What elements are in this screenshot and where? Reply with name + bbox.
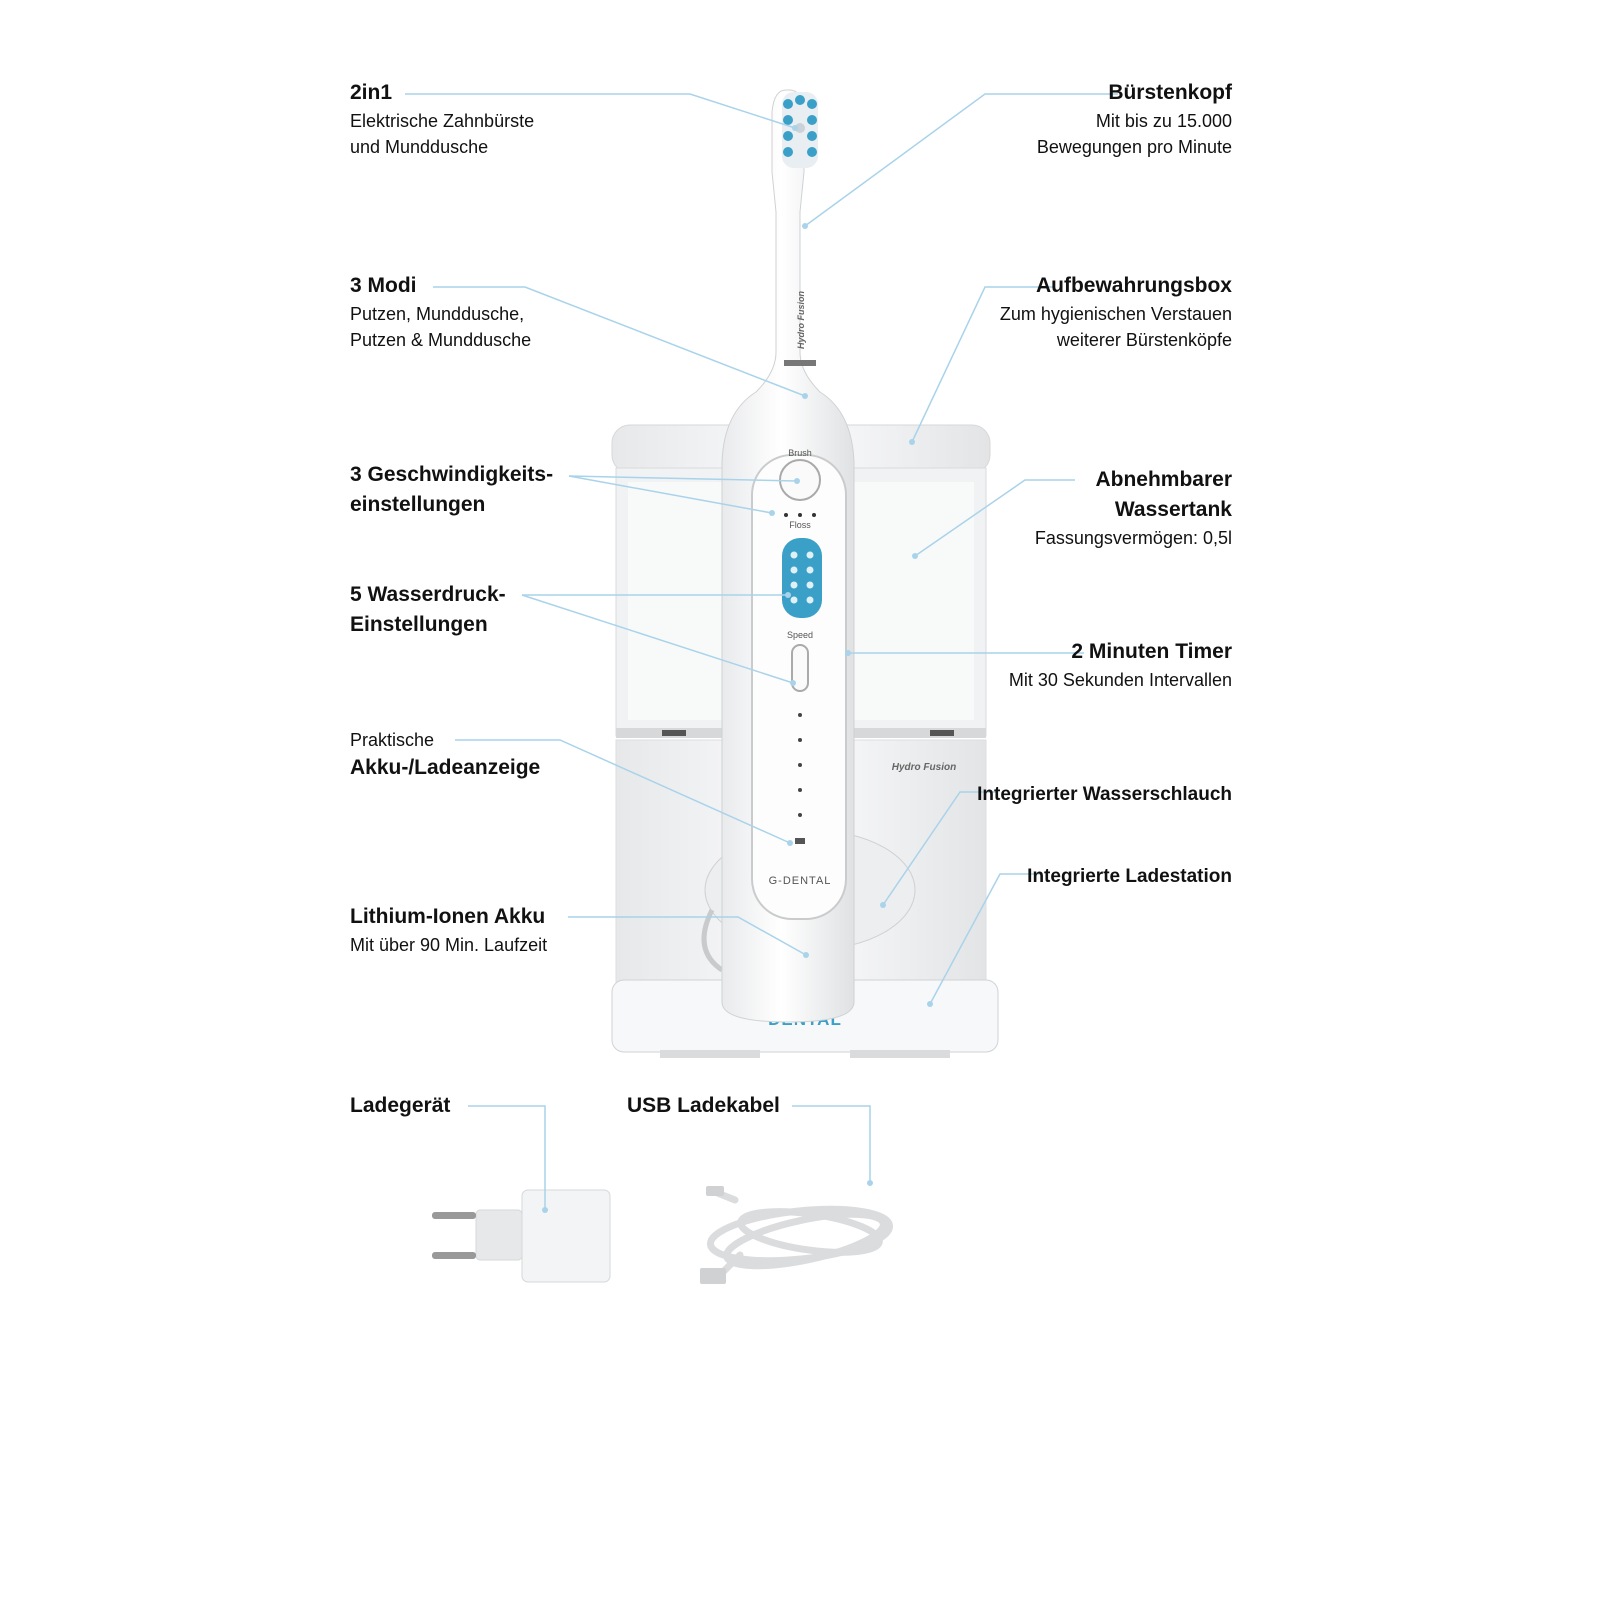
annotation-text: Mit über 90 Min. Laufzeit <box>350 935 548 955</box>
annotation-text: und Munddusche <box>350 137 489 157</box>
annotation-title: Aufbewahrungsbox <box>1035 274 1232 297</box>
toothbrush-handle: Hydro Fusion Brush Floss Speed G-DENTAL <box>721 89 855 1023</box>
annotation-battery-indicator: Praktische Akku-/Ladeanzeige <box>350 727 540 783</box>
annotation-title: Integrierter Wasserschlauch <box>977 784 1232 805</box>
annotation-storage-box: Aufbewahrungsbox Zum hygienischen Versta… <box>1000 271 1232 353</box>
annotation-text: Bewegungen pro Minute <box>1036 137 1232 157</box>
annotation-title: Ladegerät <box>350 1094 451 1117</box>
annotation-text: Mit bis zu 15.000 <box>1095 111 1232 131</box>
annotation-title: Einstellungen <box>350 613 488 636</box>
brush-button-shape <box>779 459 821 501</box>
annotation-title: Wassertank <box>1114 498 1232 521</box>
micro-usb-plug <box>706 1186 724 1196</box>
annotation-pressure: 5 Wasserdruck- Einstellungen <box>350 580 506 640</box>
floss-pad <box>782 538 822 618</box>
annotation-title: einstellungen <box>350 493 486 516</box>
annotation-charging-station: Integrierte Ladestation <box>1027 862 1232 892</box>
annotation-text: Putzen & Munddusche <box>350 330 532 350</box>
annotation-water-tank: Abnehmbarer Wassertank Fassungsvermögen:… <box>1035 465 1232 551</box>
annotation-usb-cable: USB Ladekabel <box>627 1091 780 1121</box>
annotation-title: Bürstenkopf <box>1108 81 1232 104</box>
annotation-2in1: 2in1 Elektrische Zahnbürste und Munddusc… <box>350 78 534 160</box>
annotation-title: 3 Modi <box>350 274 417 297</box>
base-brand: Hydro Fusion <box>892 762 956 773</box>
annotation-title: Akku-/Ladeanzeige <box>350 756 541 779</box>
floss-label: Floss <box>789 520 811 530</box>
annotation-modes: 3 Modi Putzen, Munddusche, Putzen & Mund… <box>350 271 531 353</box>
annotation-text: weiterer Bürstenköpfe <box>1056 330 1232 350</box>
annotation-hose: Integrierter Wasserschlauch <box>977 780 1232 810</box>
annotation-text: Praktische <box>350 730 435 750</box>
annotation-title: 5 Wasserdruck- <box>350 583 506 606</box>
brush-head-bristles <box>782 92 818 168</box>
annotation-title: Lithium-Ionen Akku <box>350 905 546 928</box>
usb-plug <box>700 1268 726 1284</box>
annotation-speed: 3 Geschwindigkeits- einstellungen <box>350 460 553 520</box>
annotation-text: Mit 30 Sekunden Intervallen <box>1008 670 1232 690</box>
annotation-title: 2 Minuten Timer <box>1071 640 1232 663</box>
brush-label: Brush <box>788 448 812 458</box>
annotation-charger: Ladegerät <box>350 1091 450 1121</box>
annotation-text: Putzen, Munddusche, <box>350 304 525 324</box>
annotation-title: Integrierte Ladestation <box>1027 866 1232 887</box>
annotation-title: Abnehmbarer <box>1095 468 1232 491</box>
annotation-title: 2in1 <box>350 81 393 104</box>
annotation-lithium: Lithium-Ionen Akku Mit über 90 Min. Lauf… <box>350 902 547 958</box>
annotation-brush-head: Bürstenkopf Mit bis zu 15.000 Bewegungen… <box>1037 78 1232 160</box>
annotation-title: USB Ladekabel <box>627 1094 780 1117</box>
annotation-timer: 2 Minuten Timer Mit 30 Sekunden Interval… <box>1009 637 1232 693</box>
annotation-text: Elektrische Zahnbürste <box>350 111 535 131</box>
handle-brand: Hydro Fusion <box>796 290 806 349</box>
annotation-text: Zum hygienischen Verstauen <box>999 304 1232 324</box>
speed-label: Speed <box>787 630 813 640</box>
handle-logo: G-DENTAL <box>769 875 832 887</box>
usb-cable-image <box>706 1188 894 1279</box>
annotation-title: 3 Geschwindigkeits- <box>350 463 554 486</box>
speed-button-shape <box>791 644 809 692</box>
annotation-text: Fassungsvermögen: 0,5l <box>1034 528 1232 548</box>
charger-image <box>432 1189 611 1283</box>
